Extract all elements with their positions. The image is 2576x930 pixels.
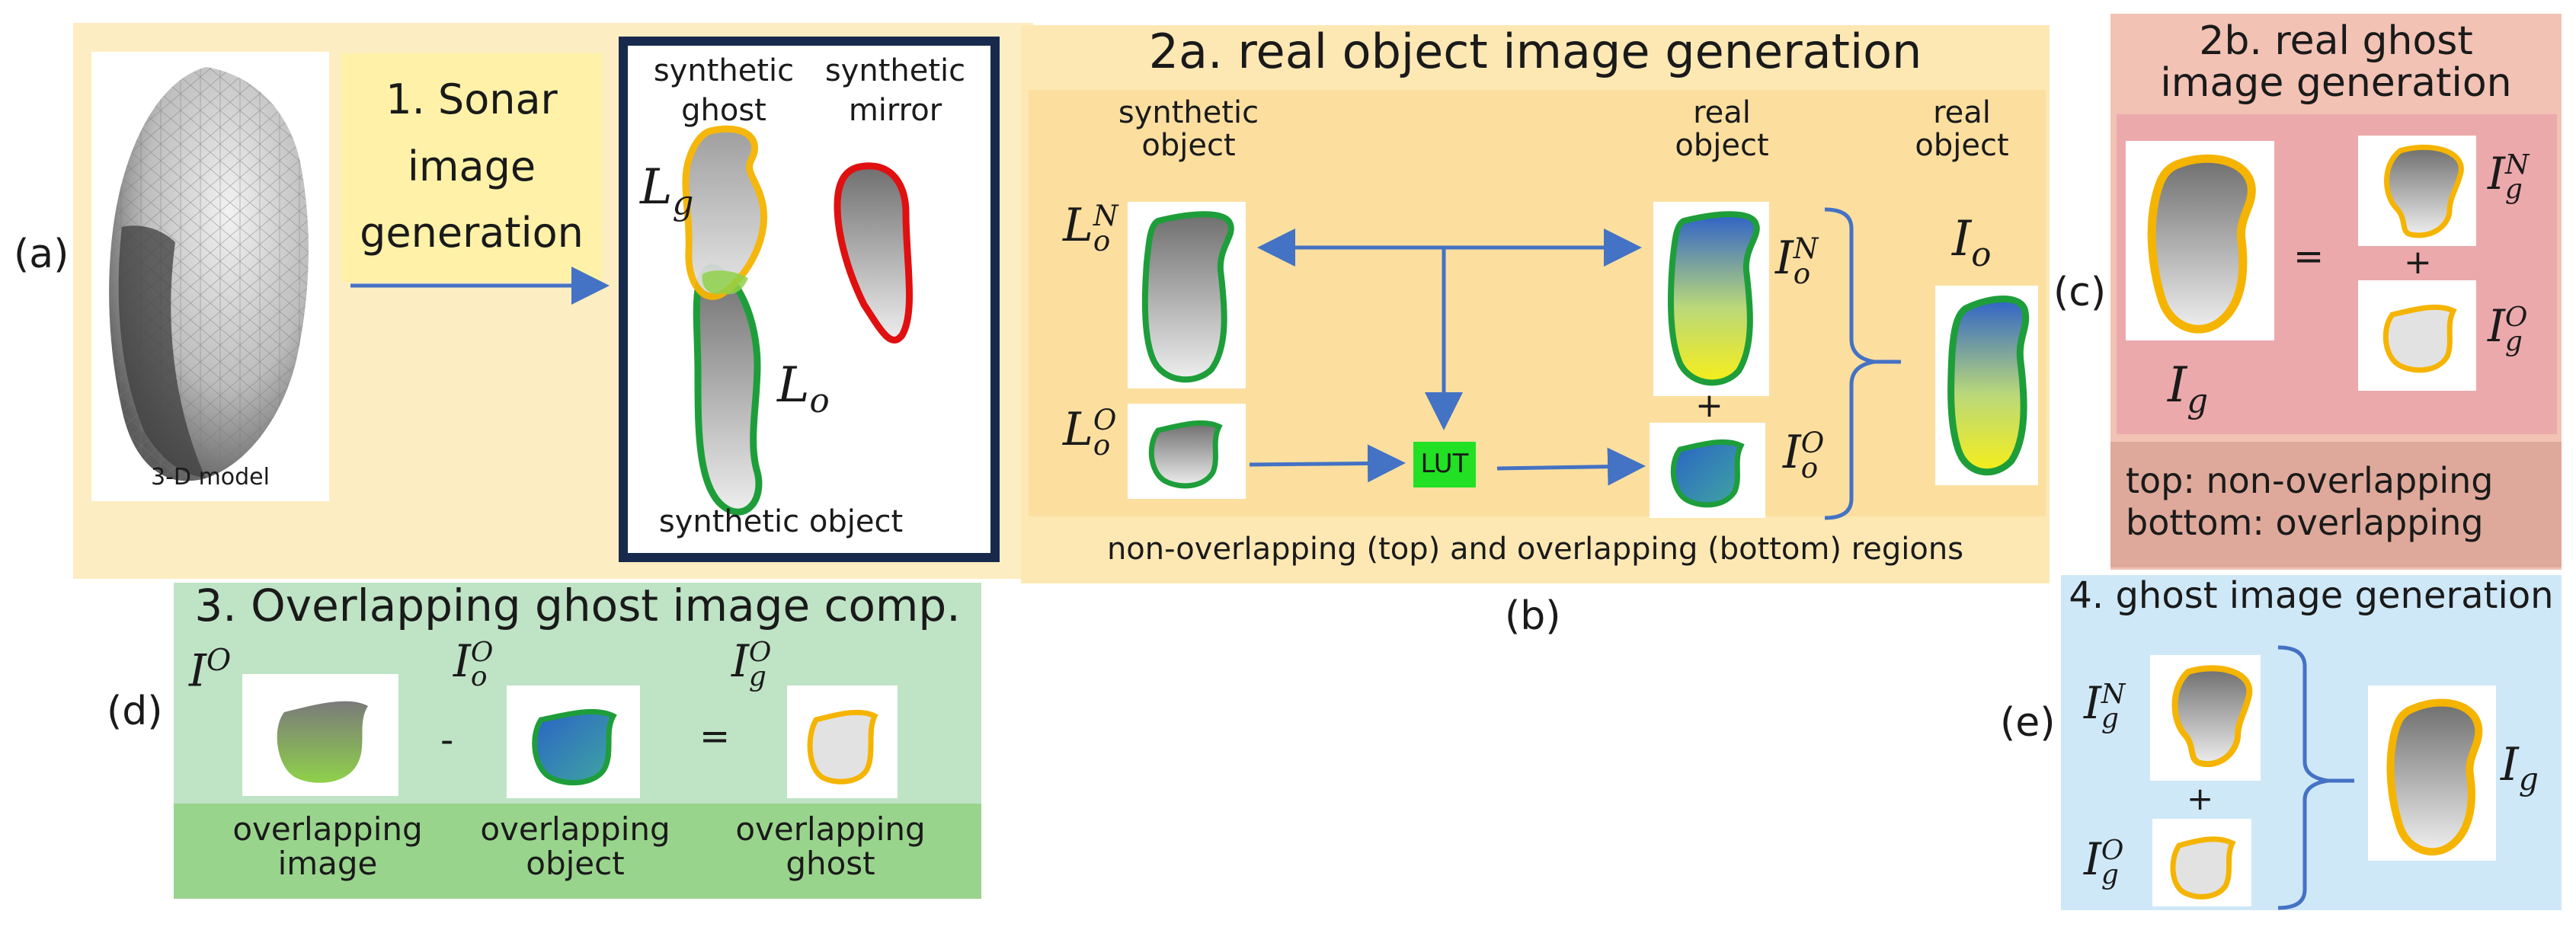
math-Lo: Lo xyxy=(777,357,830,420)
panel-d-cap2-2: object xyxy=(526,845,625,882)
tile-e-IgN xyxy=(2150,655,2261,781)
tile-e-Ig xyxy=(2368,686,2496,861)
panel-c-note-1: top: non-overlapping xyxy=(2126,460,2494,501)
panel-d-cap1-2: image xyxy=(277,845,378,882)
arrow-loo-to-lut xyxy=(1249,444,1406,483)
panel-d-cap3-1: overlapping xyxy=(735,810,926,848)
real-object-final-label-2: object xyxy=(1915,128,2009,163)
tile-c-IgO xyxy=(2358,280,2476,391)
synthetic-object-col-label-1: synthetic xyxy=(1118,95,1259,130)
panel-d-minus: - xyxy=(440,719,454,762)
tile-d-IgO xyxy=(787,686,898,798)
panel-b-caption: non-overlapping (top) and overlapping (b… xyxy=(1106,532,1964,567)
tile-d-IoO xyxy=(507,686,640,798)
label-c: (c) xyxy=(2053,270,2107,315)
tile-IoN xyxy=(1653,202,1769,396)
tile-LoO xyxy=(1128,404,1246,499)
lut-label: LUT xyxy=(1420,449,1469,479)
label-d: (d) xyxy=(107,689,163,734)
synthetic-object-col-label-2: object xyxy=(1141,128,1236,163)
math-Lg: Lg xyxy=(640,159,694,222)
3d-mesh-model-icon xyxy=(109,67,309,481)
label-a: (a) xyxy=(14,232,69,277)
math-d-IO: IO xyxy=(189,643,232,697)
panel-a-title-line-2: image xyxy=(407,142,536,190)
synthetic-object-shape xyxy=(693,263,763,516)
panel-b-plus: + xyxy=(1695,386,1723,425)
synthetic-ghost-label-2: ghost xyxy=(681,93,766,128)
bracket-e xyxy=(2277,645,2328,910)
synthetic-object-label: synthetic object xyxy=(658,504,904,539)
lut-box xyxy=(1413,442,1476,487)
panel-c-note-box xyxy=(2110,442,2562,567)
panel-e-title: 4. ghost image generation xyxy=(2069,574,2554,617)
panel-a-title-line-3: generation xyxy=(360,209,584,257)
synthetic-mirror-label-1: synthetic xyxy=(824,53,966,88)
panel-d-cap3-2: ghost xyxy=(786,845,875,882)
tile-c-IgN xyxy=(2358,136,2476,246)
real-object-col-label-1: real xyxy=(1693,95,1751,130)
panel-b-title: 2a. real object image generation xyxy=(1148,24,1922,79)
tile-d-IO xyxy=(242,674,398,796)
tile-Io xyxy=(1935,286,2038,485)
panel-c-note-2: bottom: overlapping xyxy=(2126,502,2484,543)
tile-c-Ig xyxy=(2126,141,2274,340)
panel-d-equals: = xyxy=(699,715,731,758)
panel-a-title-box xyxy=(341,53,602,282)
bracket-b xyxy=(1824,207,1875,520)
panel-d-cap2-1: overlapping xyxy=(480,810,670,848)
panel-d-title: 3. Overlapping ghost image comp. xyxy=(194,580,961,631)
3d-model-tile xyxy=(91,52,329,501)
panel-c-title-2: image generation xyxy=(2160,60,2512,106)
label-b: (b) xyxy=(1505,593,1561,639)
synthetic-image-frame xyxy=(619,37,1000,562)
math-c-Ig: Ig xyxy=(2168,357,2209,420)
panel-d-cap1-1: overlapping xyxy=(232,810,423,848)
panel-d-caption-strip xyxy=(174,804,981,899)
synthetic-shapes-drawing xyxy=(682,125,914,516)
panel-c-title-1: 2b. real ghost xyxy=(2199,18,2473,64)
panel-c-plus: + xyxy=(2404,243,2432,282)
math-Io: Io xyxy=(1952,211,1992,274)
panel-a-title-line-1: 1. Sonar xyxy=(386,75,558,123)
tile-LoN xyxy=(1128,202,1246,388)
label-e: (e) xyxy=(2000,700,2056,746)
math-e-Ig: Ig xyxy=(2501,738,2539,797)
panel-e-plus: + xyxy=(2187,780,2214,817)
synthetic-mirror-label-2: mirror xyxy=(848,93,942,128)
real-object-final-label-1: real xyxy=(1933,95,1991,130)
tile-IoO xyxy=(1650,423,1765,518)
panel-c-equals: = xyxy=(2293,235,2325,278)
arrow-lut-to-ioo xyxy=(1496,447,1646,486)
tile-e-IgO xyxy=(2152,819,2251,906)
synthetic-ghost-label-1: synthetic xyxy=(653,53,795,88)
synthetic-mirror-shape xyxy=(834,162,914,344)
3d-model-caption: 3-D model xyxy=(151,464,270,491)
real-object-col-label-2: object xyxy=(1675,128,1769,163)
